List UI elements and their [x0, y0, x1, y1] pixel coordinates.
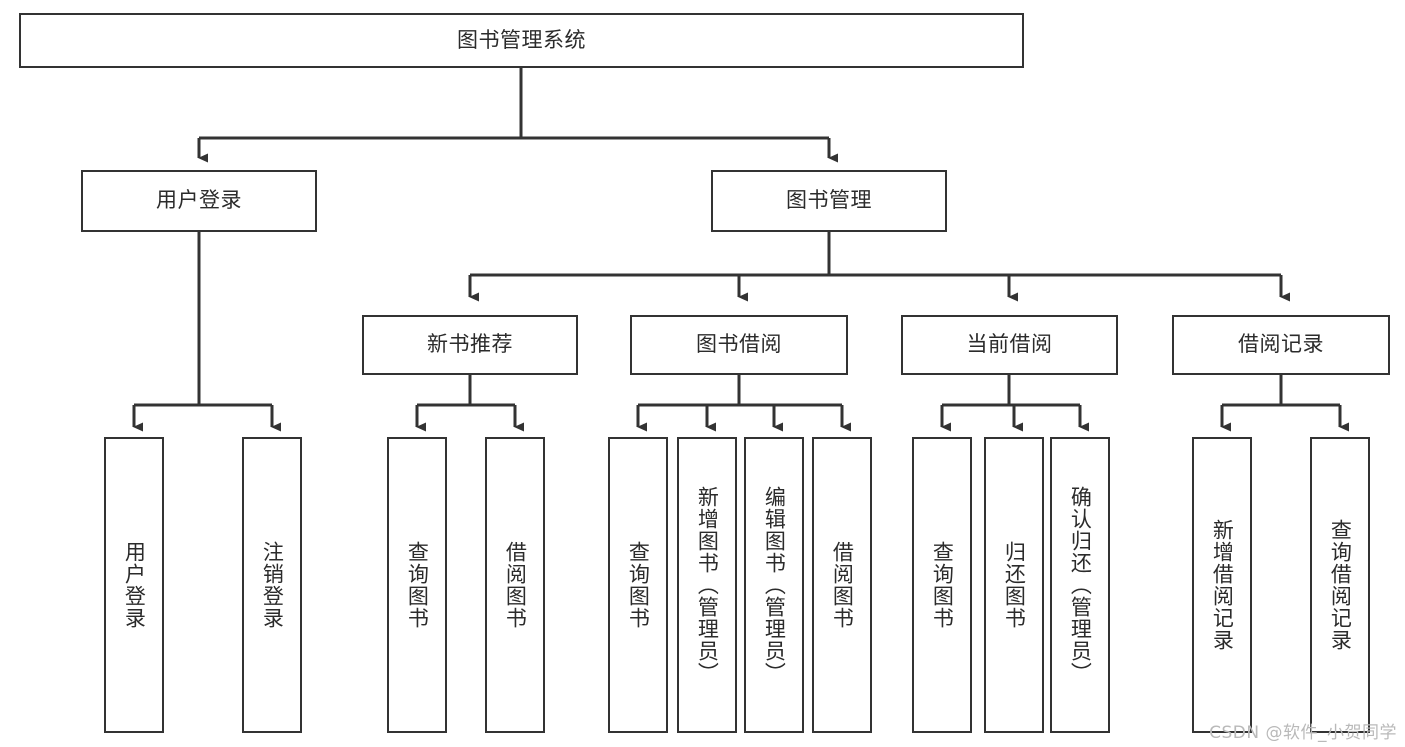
node-leaf-edit-book[interactable]: 编辑图书（管理员）	[744, 437, 804, 733]
node-leaf-query-record-label: 查询借阅记录	[1328, 519, 1353, 651]
node-user-login[interactable]: 用户登录	[81, 170, 317, 232]
node-leaf-confirm-return-label: 确认归还（管理员）	[1068, 486, 1093, 684]
node-leaf-edit-book-label: 编辑图书（管理员）	[762, 486, 787, 684]
node-leaf-return-book[interactable]: 归还图书	[984, 437, 1044, 733]
node-leaf-add-book-label: 新增图书（管理员）	[695, 486, 720, 684]
node-leaf-borrow-book-1-label: 借阅图书	[503, 541, 528, 629]
node-book-manage[interactable]: 图书管理	[711, 170, 947, 232]
node-leaf-add-record-label: 新增借阅记录	[1210, 519, 1235, 651]
node-borrow-record[interactable]: 借阅记录	[1172, 315, 1390, 375]
node-leaf-add-record[interactable]: 新增借阅记录	[1192, 437, 1252, 733]
node-leaf-borrow-book-1[interactable]: 借阅图书	[485, 437, 545, 733]
node-root-label: 图书管理系统	[457, 27, 586, 52]
node-book-borrow-label: 图书借阅	[696, 332, 782, 357]
node-leaf-add-book[interactable]: 新增图书（管理员）	[677, 437, 737, 733]
node-current-borrow-label: 当前借阅	[966, 332, 1053, 357]
node-leaf-user-logout[interactable]: 注销登录	[242, 437, 302, 733]
node-leaf-query-book-3-label: 查询图书	[930, 541, 955, 629]
node-leaf-query-book-1[interactable]: 查询图书	[387, 437, 447, 733]
node-new-book-recommend[interactable]: 新书推荐	[362, 315, 578, 375]
node-leaf-user-login[interactable]: 用户登录	[104, 437, 164, 733]
node-book-borrow[interactable]: 图书借阅	[630, 315, 848, 375]
node-leaf-return-book-label: 归还图书	[1002, 541, 1027, 629]
node-leaf-user-logout-label: 注销登录	[260, 541, 285, 629]
node-leaf-query-book-2-label: 查询图书	[626, 541, 651, 629]
node-user-login-label: 用户登录	[156, 188, 242, 213]
node-leaf-confirm-return[interactable]: 确认归还（管理员）	[1050, 437, 1110, 733]
node-root[interactable]: 图书管理系统	[19, 13, 1024, 68]
node-leaf-query-book-2[interactable]: 查询图书	[608, 437, 668, 733]
node-leaf-user-login-label: 用户登录	[122, 541, 147, 629]
node-leaf-query-book-3[interactable]: 查询图书	[912, 437, 972, 733]
node-leaf-borrow-book-2[interactable]: 借阅图书	[812, 437, 872, 733]
node-leaf-borrow-book-2-label: 借阅图书	[830, 541, 855, 629]
node-leaf-query-record[interactable]: 查询借阅记录	[1310, 437, 1370, 733]
node-new-book-recommend-label: 新书推荐	[427, 332, 513, 357]
node-borrow-record-label: 借阅记录	[1238, 332, 1324, 357]
node-book-manage-label: 图书管理	[786, 188, 872, 213]
node-leaf-query-book-1-label: 查询图书	[405, 541, 430, 629]
node-current-borrow[interactable]: 当前借阅	[901, 315, 1118, 375]
